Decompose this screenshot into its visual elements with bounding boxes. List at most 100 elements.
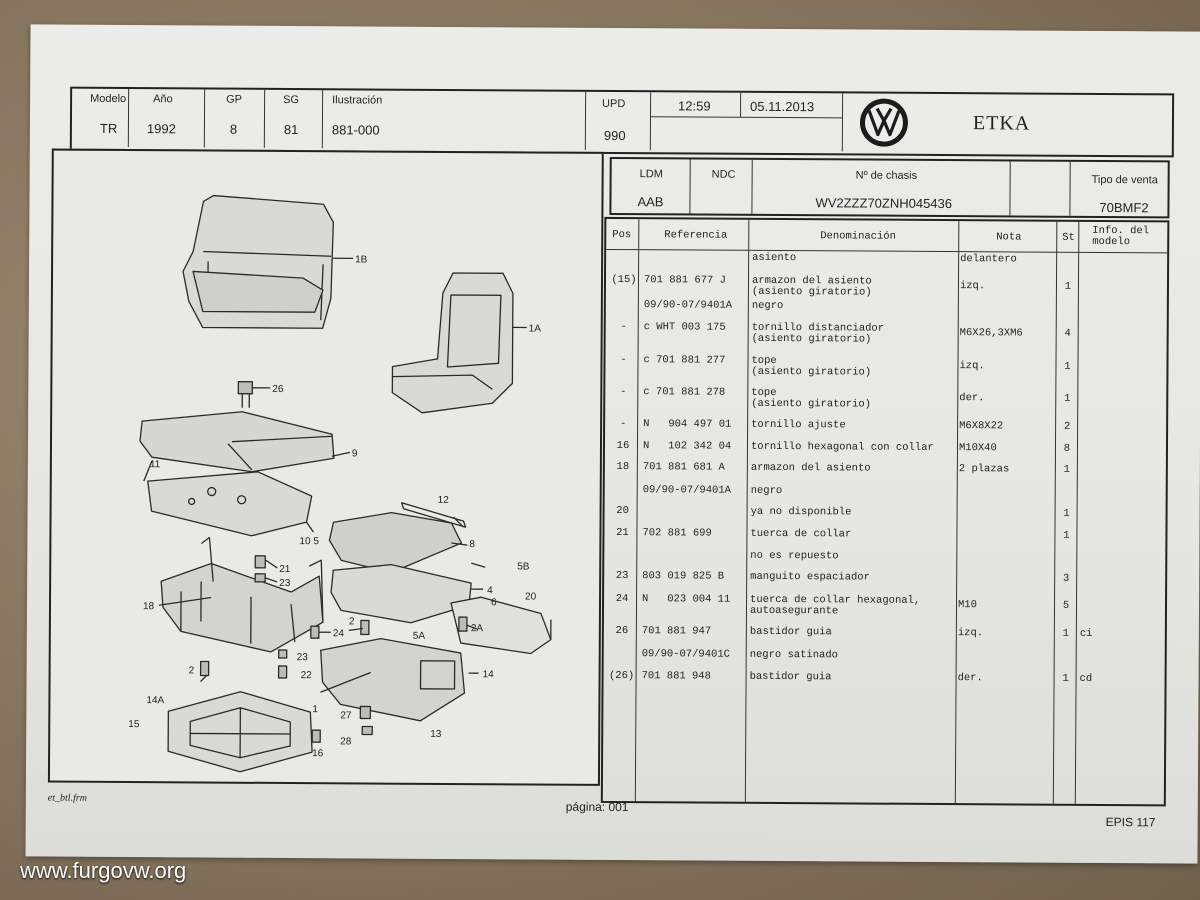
brand-name: ETKA <box>972 112 1031 135</box>
table-row: 20 ya no disponible 1 <box>605 505 1166 520</box>
exploded-seat-illustration: 1B 1A 26 11 9 12 5 10 8 21 23 5B 4 18 2 … <box>47 148 604 786</box>
cell-den: tope (asiento giratorio) <box>751 386 872 411</box>
cell-info: cd <box>1079 672 1093 685</box>
cell-den: negro <box>750 484 783 498</box>
ndc-label: NDC <box>711 168 736 181</box>
callout-2: 2 <box>349 616 355 627</box>
cell-pos: 16 <box>616 440 630 453</box>
table-row: 09/90-07/9401C negro satinado <box>604 648 1165 661</box>
cell-den: ya no disponible <box>750 505 852 519</box>
cell-st: 5 <box>1062 599 1070 612</box>
chasis-label: Nº de chasis <box>855 169 918 182</box>
callout-12: 12 <box>438 495 450 506</box>
callout-1A: 1A <box>529 323 542 334</box>
cell-ref: c WHT 003 175 <box>643 321 726 334</box>
callout-28: 28 <box>340 736 352 747</box>
venta-label: Tipo de venta <box>1091 173 1158 187</box>
cell-nota: izq. <box>959 280 986 293</box>
cell-nota: delantero <box>960 253 1017 266</box>
cell-ref: 09/90-07/9401C <box>641 648 730 661</box>
cell-nota: der. <box>959 392 985 405</box>
modelo-label: Modelo <box>90 92 127 106</box>
callout-15: 15 <box>128 719 140 730</box>
callout-11: 11 <box>150 459 161 470</box>
callout-26: 26 <box>272 384 284 395</box>
cell-st: 1 <box>1064 280 1072 293</box>
cell-den: tuerca de collar <box>750 527 852 541</box>
date-value: 05.11.2013 <box>750 98 815 115</box>
cell-nota: M6X26,3XM6 <box>959 327 1023 340</box>
callout-14: 14 <box>483 669 495 680</box>
callout-24: 24 <box>333 628 345 639</box>
cell-ref: 701 881 947 <box>641 625 712 638</box>
callout-1B: 1B <box>355 254 368 265</box>
ldm-label: LDM <box>639 168 663 181</box>
cell-nota: M10 <box>957 599 977 612</box>
cell-pos: (15) <box>611 273 637 287</box>
col-header-st: St <box>1062 231 1075 244</box>
callout-23b: 23 <box>297 652 309 663</box>
cell-pos: - <box>620 386 627 399</box>
callout-5A: 5A <box>413 631 426 642</box>
callout-20: 20 <box>525 591 537 602</box>
cell-ref: c 701 881 278 <box>643 386 726 399</box>
cell-pos: 18 <box>616 461 630 474</box>
cell-ref: c 701 881 277 <box>643 354 726 367</box>
seat-diagram: 1B 1A 26 11 9 12 5 10 8 21 23 5B 4 18 2 … <box>128 194 552 773</box>
callout-14A: 14A <box>146 695 164 706</box>
upd-value: 990 <box>603 127 626 144</box>
ilustracion-value: 881-000 <box>331 122 380 138</box>
parts-table: Pos Referencia Denominación Nota St Info… <box>600 216 1170 807</box>
table-row: (15) 701 881 677 J armazon del asiento (as… <box>606 274 1167 299</box>
form-name: et_btl.frm <box>47 792 88 804</box>
cell-st: 1 <box>1063 529 1070 542</box>
cell-ref: 09/90-07/9401A <box>643 299 733 312</box>
cell-info: ci <box>1079 627 1093 640</box>
gp-value: 8 <box>229 121 238 137</box>
watermark: www.furgovw.org <box>20 858 187 883</box>
cell-ref: 803 019 825 B <box>642 570 725 583</box>
chasis-value: WV2ZZZ70ZNH045436 <box>815 195 953 212</box>
cell-ref: 701 881 681 A <box>642 461 725 474</box>
cell-pos: (26) <box>608 669 635 683</box>
cell-ref: 702 881 699 <box>642 527 712 540</box>
col-header-den: Denominación <box>820 230 896 243</box>
cell-den: bastidor guia <box>749 670 832 684</box>
cell-pos: 23 <box>615 570 629 583</box>
cell-st: 8 <box>1063 442 1071 455</box>
cell-pos: 20 <box>616 505 629 518</box>
table-row: no es repuesto <box>604 550 1165 563</box>
cell-den: negro satinado <box>749 648 838 662</box>
col-header-info: Info. del modelo <box>1092 224 1150 249</box>
callout-6: 6 <box>491 597 497 608</box>
callout-21: 21 <box>279 564 291 575</box>
callout-13: 13 <box>430 729 442 740</box>
cell-st: 1 <box>1062 672 1069 685</box>
gp-label: GP <box>226 93 243 106</box>
table-row: - c 701 881 278 tope (asiento giratorio) de… <box>605 386 1166 411</box>
cell-ref: N 904 497 01 <box>643 418 732 431</box>
cell-st: 1 <box>1063 463 1071 476</box>
callout-5B: 5B <box>517 561 530 572</box>
cell-ref: 701 881 677 J <box>643 274 726 287</box>
parts-sheet: Modelo TR Año 1992 GP 8 SG 81 Ilustració… <box>25 24 1200 864</box>
callout-18: 18 <box>143 601 155 612</box>
ano-value: 1992 <box>146 121 176 137</box>
cell-den: armazon del asiento (asiento giratorio) <box>751 274 872 299</box>
cell-st: 4 <box>1064 327 1071 340</box>
cell-st: 1 <box>1063 507 1070 520</box>
callout-5: 5 <box>313 536 319 547</box>
callout-23: 23 <box>279 578 291 589</box>
callout-16: 16 <box>312 748 324 759</box>
callout-2A: 2A <box>471 623 484 634</box>
cell-den: armazon del asiento <box>750 461 871 475</box>
